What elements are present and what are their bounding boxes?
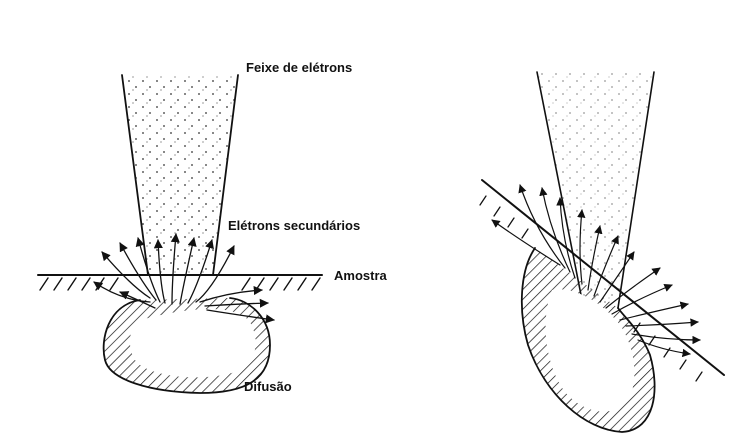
left-diagram: Feixe de elétrons Elétrons secundários A… (38, 60, 388, 400)
label-diffusion: Difusão (244, 379, 292, 394)
right-diagram (480, 72, 724, 437)
left-sample-surface (38, 275, 322, 290)
label-electron-beam: Feixe de elétrons (246, 60, 352, 75)
label-secondary-electrons: Elétrons secundários (228, 218, 360, 233)
label-sample: Amostra (334, 268, 388, 283)
